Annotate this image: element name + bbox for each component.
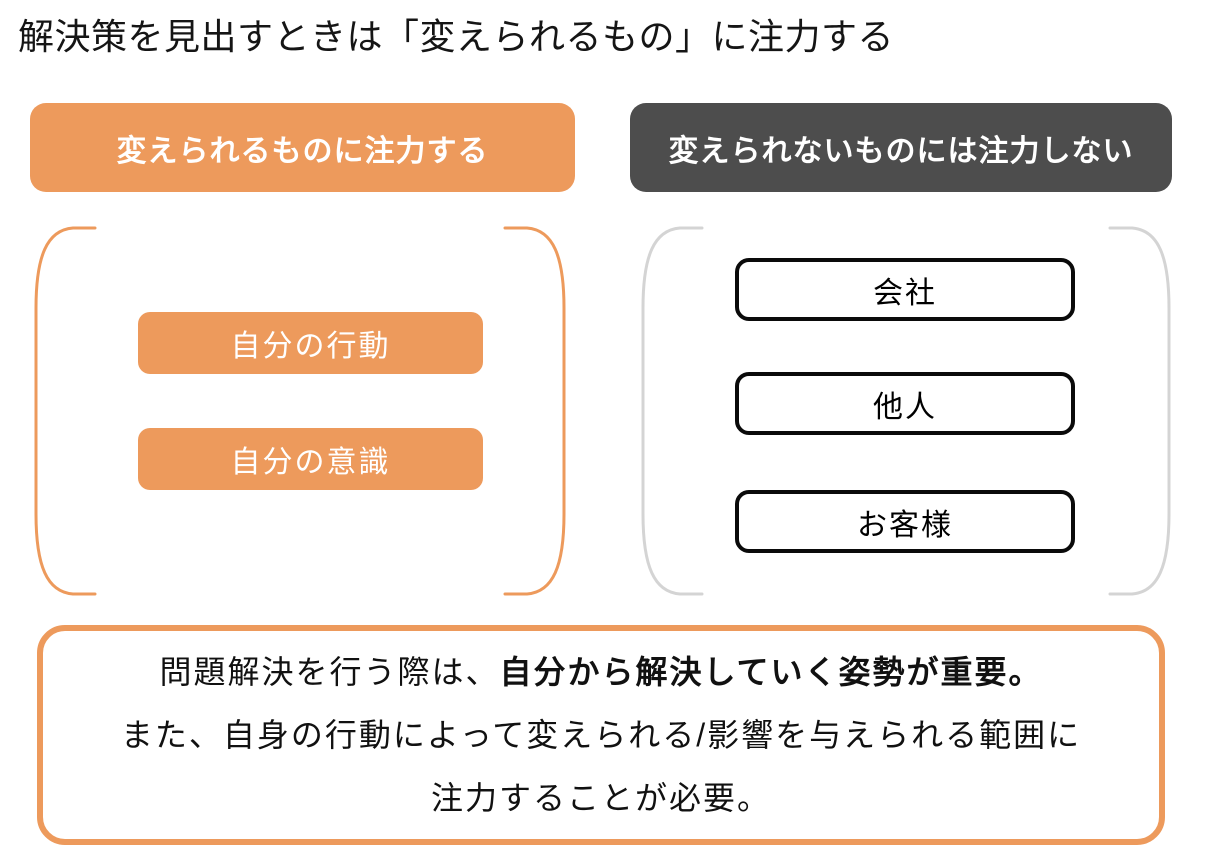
left-panel-header-label: 変えられるものに注力する (116, 134, 489, 168)
summary-line-1-bold: 自分から解決していく姿勢が重要。 (499, 653, 1043, 690)
unchangeable-item-company: 会社 (735, 258, 1075, 321)
left-panel-header: 変えられるものに注力する (30, 103, 575, 192)
left-group-open-bracket-icon (34, 226, 97, 596)
right-group-open-bracket-icon (641, 226, 704, 596)
right-panel-header: 変えられないものには注力しない (630, 103, 1172, 192)
changeable-item-label: 自分の意識 (230, 446, 391, 479)
right-group-close-bracket-icon (1108, 226, 1171, 596)
right-panel-header-label: 変えられないものには注力しない (668, 134, 1134, 168)
page-title: 解決策を見出すときは「変えられるもの」に注力する (18, 16, 895, 57)
unchangeable-item-label: 会社 (873, 276, 937, 310)
unchangeable-item-label: お客様 (857, 508, 953, 542)
summary-box: 問題解決を行う際は、自分から解決していく姿勢が重要。 また、自身の行動によって変… (37, 625, 1165, 845)
changeable-item-own-mindset: 自分の意識 (138, 428, 483, 490)
unchangeable-item-others: 他人 (735, 372, 1075, 435)
unchangeable-item-label: 他人 (873, 390, 937, 424)
unchangeable-item-customers: お客様 (735, 490, 1075, 553)
summary-line-1-regular: 問題解決を行う際は、 (159, 653, 500, 690)
changeable-item-label: 自分の行動 (230, 330, 391, 363)
changeable-item-own-action: 自分の行動 (138, 312, 483, 374)
summary-line-3: 注力することが必要。 (430, 779, 771, 816)
summary-line-1: 問題解決を行う際は、自分から解決していく姿勢が重要。 (159, 641, 1042, 704)
left-group-close-bracket-icon (503, 226, 566, 596)
summary-line-2: また、自身の行動によって変えられる/影響を与えられる範囲に (120, 716, 1082, 753)
